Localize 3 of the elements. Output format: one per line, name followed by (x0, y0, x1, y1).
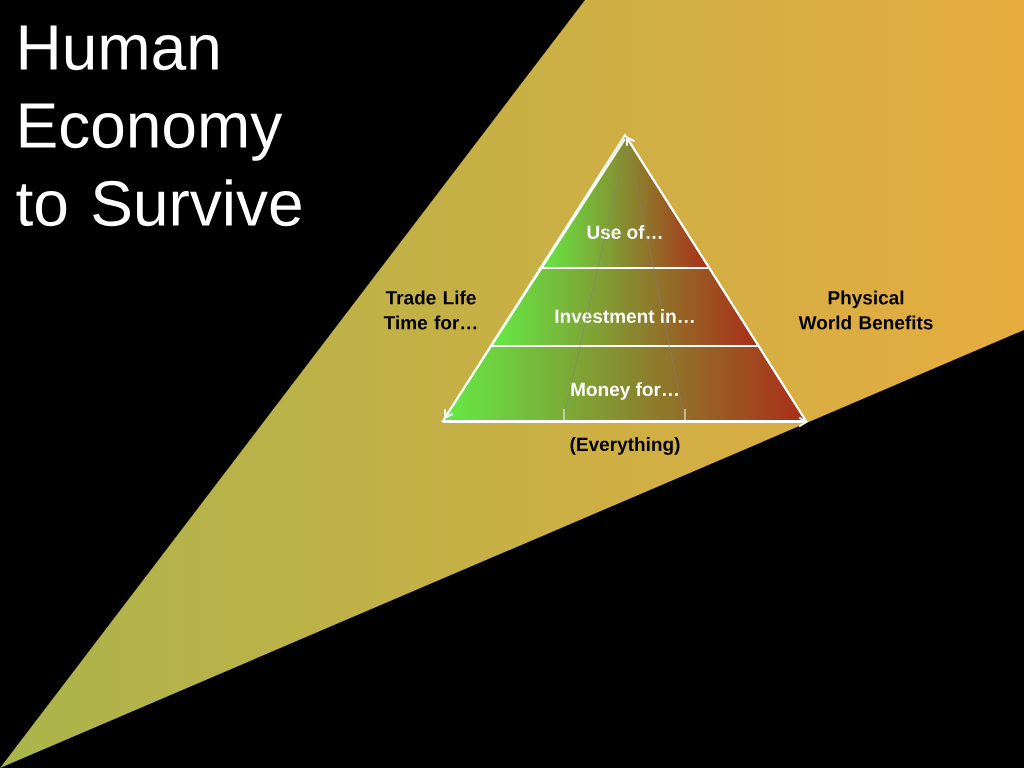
side-label: Trade Life Time for… (383, 290, 477, 330)
title: Human Economy to Survive (16, 25, 301, 227)
side-label: Physical World Benefits (798, 290, 933, 330)
